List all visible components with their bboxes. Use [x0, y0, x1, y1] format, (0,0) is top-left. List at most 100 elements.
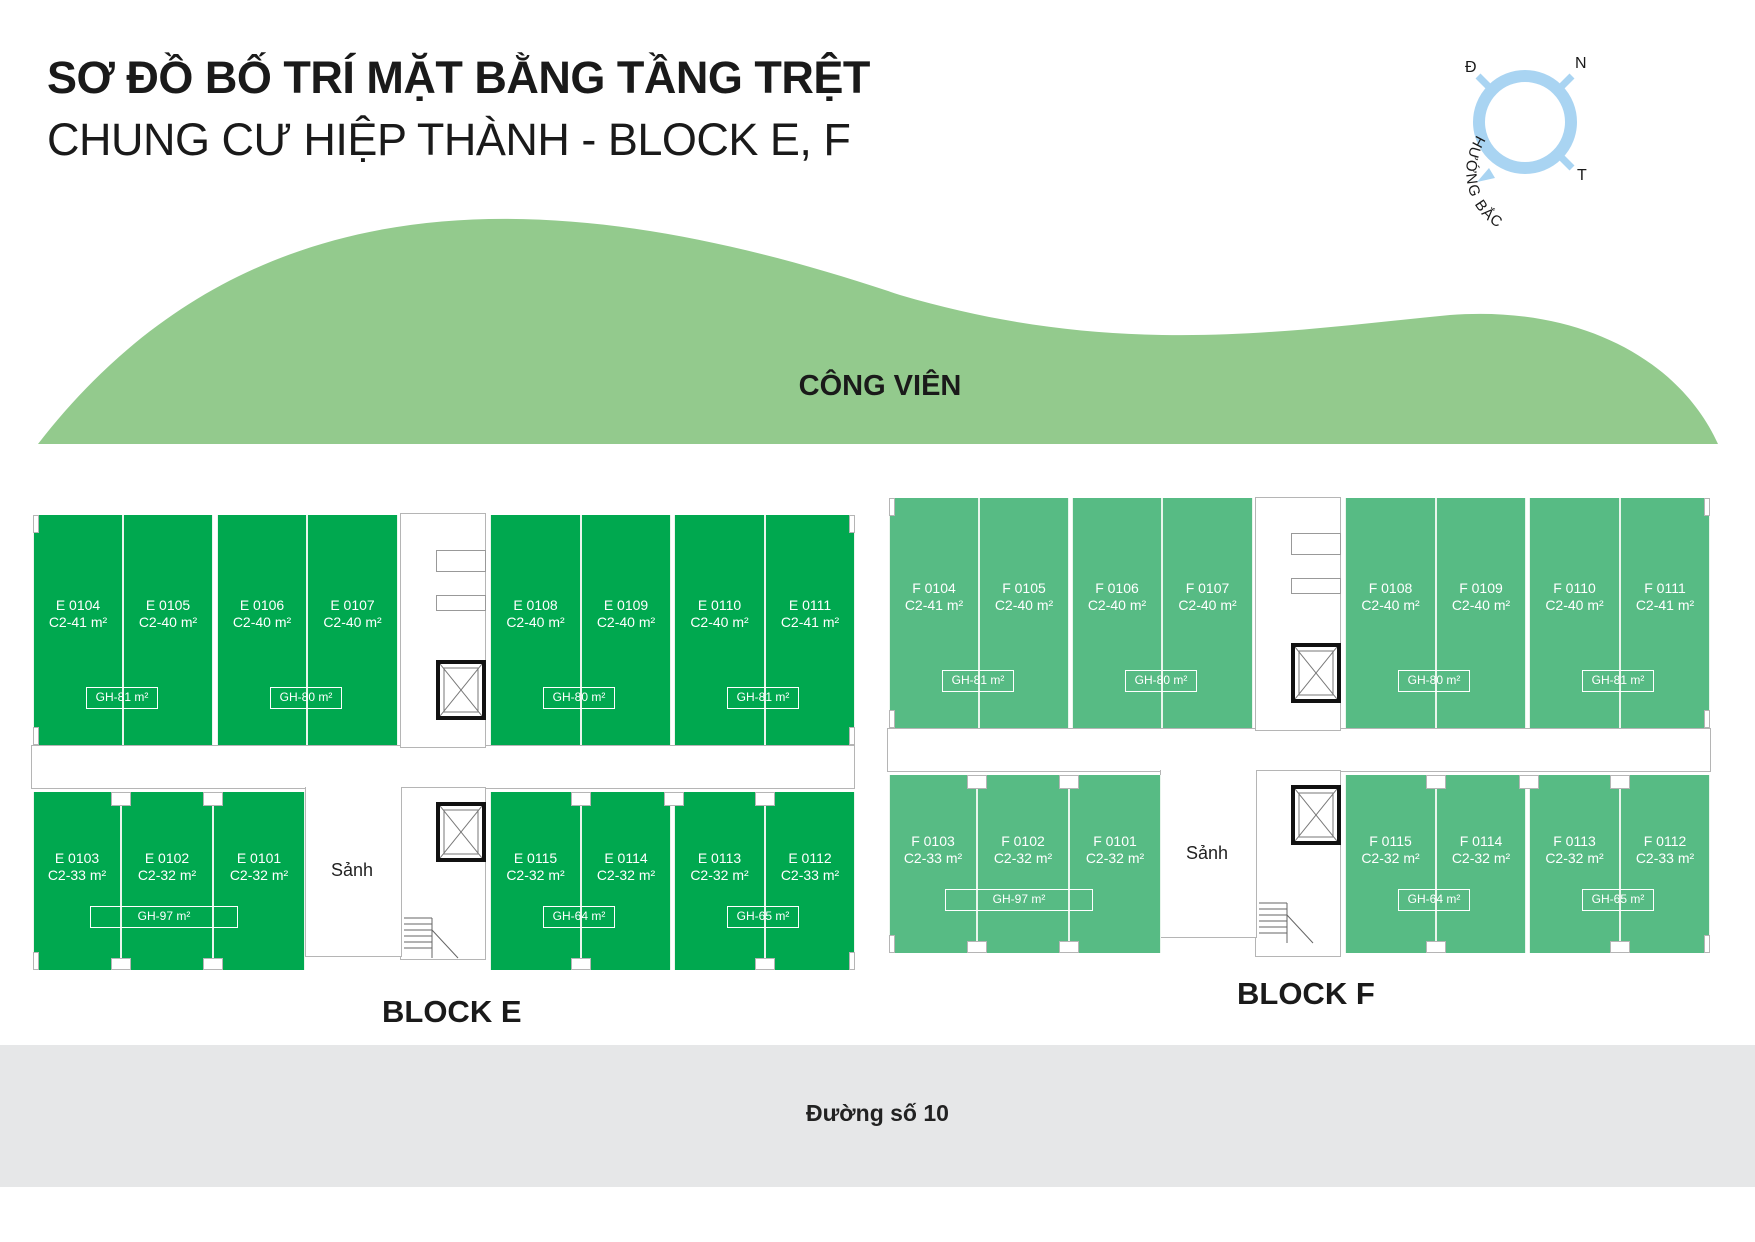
elevator-icon: [1291, 643, 1341, 703]
facade-notch: [664, 792, 684, 806]
facade-notch: [755, 958, 775, 970]
facade-notch: [1519, 775, 1539, 789]
unit-code: F 0115: [1369, 833, 1412, 849]
compass-d: Đ: [1465, 59, 1477, 76]
unit-code: F 0102: [1001, 833, 1045, 849]
facade-notch: [203, 792, 223, 806]
gh-label: GH-80 m²: [270, 687, 342, 709]
unit-area: C2-33 m²: [1635, 850, 1695, 866]
facade-notch: [755, 792, 775, 806]
gh-label: GH-80 m²: [543, 687, 615, 709]
unit-area: C2-41 m²: [1635, 597, 1695, 613]
sanh-label: Sảnh: [331, 860, 374, 880]
road-area: [0, 1045, 1755, 1187]
facade-notch: [1704, 498, 1710, 516]
block-e-label: BLOCK E: [382, 994, 522, 1029]
shelf: [1291, 578, 1341, 594]
park-area: [38, 218, 1718, 444]
unit-code: F 0113: [1553, 833, 1596, 849]
unit-area: C2-40 m²: [138, 614, 198, 630]
unit-area: C2-40 m²: [596, 614, 656, 630]
unit-code: F 0107: [1185, 580, 1230, 596]
unit-area: C2-32 m²: [690, 867, 749, 883]
shelf: [436, 550, 486, 572]
unit-code: E 0101: [236, 850, 282, 866]
unit-code: F 0101: [1093, 833, 1137, 849]
facade-notch: [849, 952, 855, 970]
facade-notch: [33, 727, 39, 745]
facade-notch: [1704, 710, 1710, 728]
facade-notch: [967, 775, 987, 789]
compass-n: N: [1575, 55, 1587, 72]
facade-notch: [1704, 935, 1710, 953]
unit-area: C2-32 m²: [1545, 850, 1604, 866]
unit-code: E 0105: [145, 597, 191, 613]
gh-label: GH-81 m²: [1582, 670, 1654, 692]
unit-code: F 0105: [1002, 580, 1046, 596]
facade-notch: [1426, 941, 1446, 953]
facade-notch: [111, 958, 131, 970]
unit-area: C2-40 m²: [1178, 597, 1237, 613]
unit-code: F 0104: [912, 580, 956, 596]
unit-code: E 0114: [604, 850, 648, 866]
compass-icon: Đ N T HƯỚNG BẮC: [1462, 55, 1587, 230]
gh-label: GH-97 m²: [90, 906, 238, 928]
unit-area: C2-40 m²: [1451, 597, 1511, 613]
corridor: [31, 745, 855, 789]
unit-area: C2-40 m²: [690, 614, 749, 630]
unit-code: E 0106: [239, 597, 285, 613]
facade-notch: [849, 515, 855, 533]
unit-code: F 0112: [1643, 833, 1687, 849]
unit-code: E 0113: [697, 850, 742, 866]
facade-notch: [111, 792, 131, 806]
unit-code: E 0108: [513, 597, 558, 613]
facade-notch: [889, 935, 895, 953]
park-label: CÔNG VIÊN: [798, 370, 962, 402]
facade-notch: [571, 792, 591, 806]
unit-code: E 0102: [144, 850, 190, 866]
unit-code: E 0107: [330, 597, 375, 613]
unit-area: C2-33 m²: [47, 867, 107, 883]
unit-area: C2-41 m²: [904, 597, 964, 613]
block-f-label: BLOCK F: [1237, 976, 1375, 1011]
gh-label: GH-64 m²: [1398, 889, 1470, 911]
facade-notch: [571, 958, 591, 970]
facade-notch: [849, 727, 855, 745]
gh-label: GH-81 m²: [86, 687, 158, 709]
unit-area: C2-40 m²: [232, 614, 292, 630]
facade-notch: [967, 941, 987, 953]
facade-notch: [1426, 775, 1446, 789]
facade-notch: [1610, 775, 1630, 789]
stairs-icon: [1259, 902, 1314, 944]
